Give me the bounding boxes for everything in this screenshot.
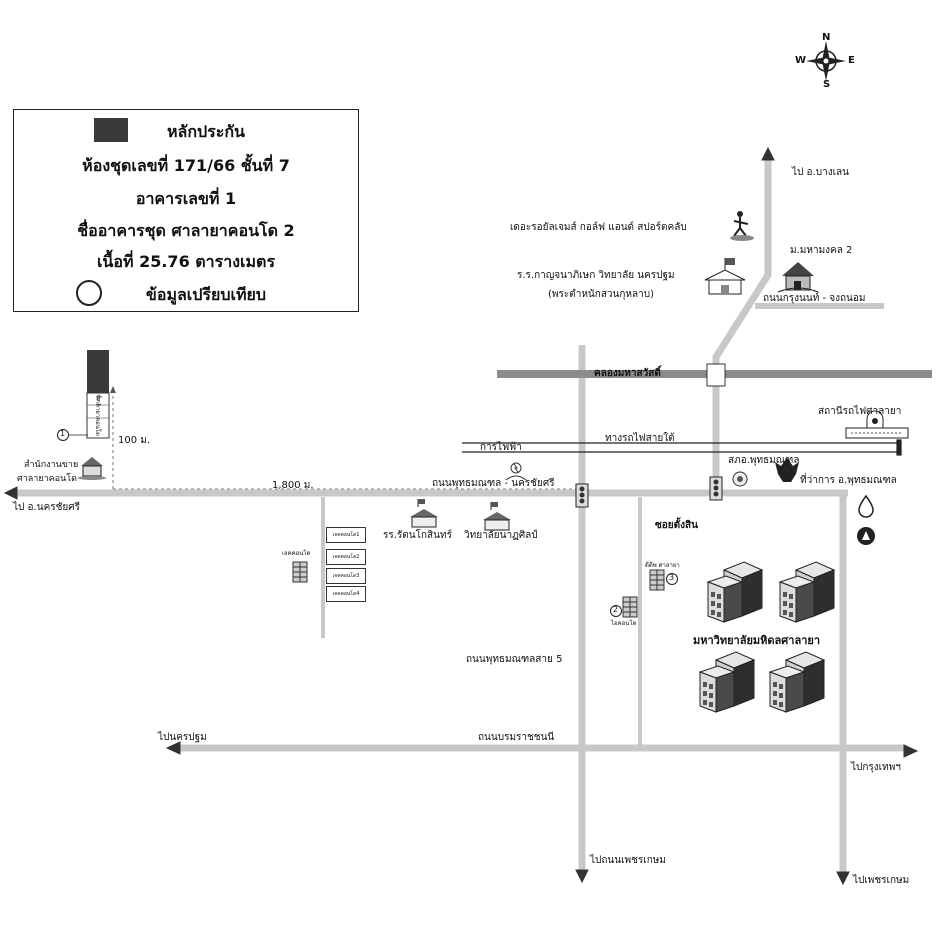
to-bang-len-label: ไป อ.บางเลน <box>792 167 849 178</box>
soi-tang-sin-label: ซอยตั้งสิน <box>655 520 698 531</box>
legend-box: หลักประกัน ห้องชุดเลขที่ 171/66 ชั้นที่ … <box>13 109 359 312</box>
cct-condo-1-box: เจคคอนโด1 <box>326 527 366 543</box>
subject-floor-label: ชั้น 7 <box>94 394 101 406</box>
traffic-light-2-icon <box>709 476 723 501</box>
to-phet-kasem-road-label: ไปถนนเพชรเกษม <box>590 855 666 866</box>
marker-3-number: 3 <box>669 573 675 582</box>
to-phet-kasem-label: ไปเพชรเกษม <box>853 875 910 886</box>
collateral-building <box>87 350 109 393</box>
dist-arrow-up-icon <box>110 386 116 393</box>
arrow-east-icon <box>903 744 919 758</box>
marker-1-number: 1 <box>60 429 66 438</box>
natasin-college-label: วิทยาลัยนาฏศิลป์ <box>464 530 538 541</box>
comparable-marker-3 <box>666 573 678 585</box>
cct-condo-3-box: เจคคอนโด3 <box>326 568 366 584</box>
cct-condo-left-label: เจคคอนโด <box>282 550 311 557</box>
dcondo-building-icon <box>649 569 665 591</box>
marker-2-number: 2 <box>613 605 619 614</box>
borommaratchachonnani-label: ถนนบรมราชชนนี <box>478 732 555 743</box>
compass-n: N <box>822 32 831 43</box>
arrow-south-2-icon <box>836 871 850 886</box>
khlong-maha-sawat-label: คลองมหาสวัสดิ์ <box>594 368 661 379</box>
mahidol-building-2 <box>778 561 836 623</box>
compass-w: W <box>795 55 807 66</box>
comparable-circle-icon <box>76 280 102 306</box>
police-station-label: สภอ.พุทธมณฑล <box>728 455 800 466</box>
kanchanaphisek-sub-label: (พระตำหนักสวนกุหลาบ) <box>548 289 655 300</box>
subject-condo-box <box>86 392 110 439</box>
southern-railway-line <box>462 439 902 456</box>
dcondo-label: ดีดีพ ศาลายา <box>645 562 680 569</box>
compass-s: S <box>823 79 831 90</box>
arrow-west-icon <box>3 486 18 500</box>
comparable-marker-2 <box>610 605 622 617</box>
natasin-college-icon <box>483 502 511 531</box>
sales-office-label-2: ศาลายาคอนโด <box>17 474 77 484</box>
compass-e: E <box>848 55 855 66</box>
legend-unit-no: ห้องชุดเลขที่ 171/66 ชั้นที่ 7 <box>82 156 290 175</box>
cct-condo-building-icon <box>292 561 308 583</box>
train-station-icon <box>845 410 909 439</box>
district-office-label: ที่ว่าการ อ.พุทธมณฑล <box>800 475 897 486</box>
krungnon-chongthanom-label: ถนนกรุงนนท์ - จงถนอม <box>763 293 866 304</box>
road-north-bang-len <box>712 160 772 497</box>
ptt-logo-icon <box>857 527 875 545</box>
police-station-icon <box>732 471 748 487</box>
cct-condo-2-box: เจคคอนโด2 <box>326 549 366 565</box>
roads <box>14 160 905 872</box>
district-office-emblem-icon <box>775 458 799 482</box>
electricity-label: การไฟฟ้า <box>480 442 522 453</box>
compass-rose-icon <box>806 41 846 81</box>
sales-office-label-1: สำนักงานขาย <box>24 460 79 470</box>
distance-100m-label: 100 ม. <box>118 435 151 446</box>
school-flag-icon <box>704 258 746 295</box>
southern-railway-label: ทางรถไฟสายใต้ <box>605 433 675 444</box>
rattanakosin-school-icon <box>410 499 438 528</box>
to-nakhon-pathom-label: ไปนครปฐม <box>158 732 207 743</box>
icondo-building-icon <box>622 596 638 618</box>
canal-bridge <box>706 363 726 387</box>
kanchanaphisek-school-label: ร.ร.กาญจนาภิเษก วิทยาลัย นครปฐม <box>517 270 675 281</box>
phutthamonthon-nakhonchaisi-label: ถนนพุทธมณฑล - นครชัยศรี <box>432 478 555 489</box>
distance-1800m-label: 1,800 ม. <box>272 480 314 491</box>
arrow-south-1-icon <box>575 869 589 884</box>
salaya-station-label: สถานีรถไฟศาลายา <box>818 406 902 417</box>
gas-station-drop-icon <box>858 494 874 518</box>
legend-collateral-label: หลักประกัน <box>166 122 245 141</box>
legend-comparable-label: ข้อมูลเปรียบเทียบ <box>145 285 267 304</box>
royal-gems-golf-label: เดอะรอยัลเจมส์ กอล์ฟ แอนด์ สปอร์ตคลับ <box>510 222 687 233</box>
legend-building-no: อาคารเลขที่ 1 <box>135 189 237 208</box>
direction-arrows <box>3 146 919 886</box>
legend-area: เนื้อที่ 25.76 ตารางเมตร <box>96 252 276 271</box>
sales-office-icon <box>78 457 106 480</box>
icondo-label: ไอคอนโด <box>611 620 637 627</box>
arrow-north-icon <box>761 146 775 161</box>
to-bangkok-label: ไปกรุงเทพฯ <box>851 762 901 773</box>
collateral-swatch <box>94 118 128 142</box>
traffic-light-icon <box>575 483 589 508</box>
electricity-authority-icon <box>505 462 527 481</box>
phutthamonthon-sai5-label: ถนนพุทธมณฑลสาย 5 <box>466 654 563 665</box>
mahidol-building-1 <box>706 561 764 623</box>
village-house-icon <box>777 262 819 293</box>
golf-club-icon <box>730 211 754 241</box>
to-nakhon-chai-si-label: ไป อ.นครชัยศรี <box>13 502 81 513</box>
mahidol-label: มหาวิทยาลัยมหิดลศาลายา <box>693 634 820 647</box>
comparable-marker-1 <box>57 429 69 441</box>
mahidol-building-4 <box>768 651 826 713</box>
mahamongkhon-label: ม.มหามงคล 2 <box>790 245 853 256</box>
mahidol-building-3 <box>698 651 756 713</box>
cct-condo-4-box: เจคคอนโด4 <box>326 586 366 602</box>
arrow-west-2-icon <box>165 741 181 755</box>
legend-condo-name: ชื่ออาคารชุด ศาลายาคอนโด 2 <box>77 221 295 240</box>
mahidol-buildings-icon <box>698 561 836 713</box>
rattanakosin-school-label: รร.รัตนโกสินทร์ <box>383 530 452 541</box>
